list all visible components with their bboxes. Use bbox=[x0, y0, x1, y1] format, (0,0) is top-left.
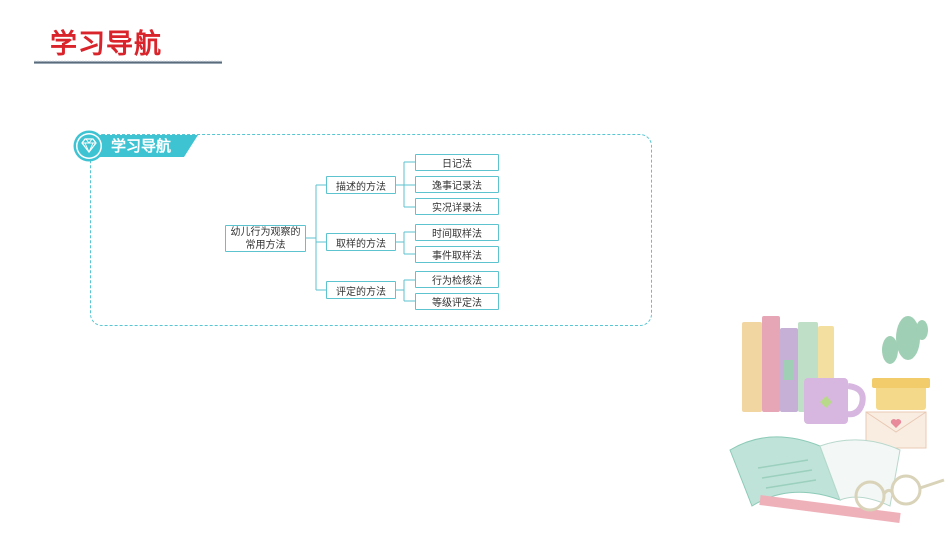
branch-describe: 描述的方法 bbox=[326, 176, 396, 194]
diamond-icon bbox=[81, 138, 97, 154]
leaf-time-sampling: 时间取样法 bbox=[415, 224, 499, 241]
mindmap-panel bbox=[90, 134, 652, 326]
leaf-diary: 日记法 bbox=[415, 154, 499, 171]
root-line-2: 常用方法 bbox=[245, 239, 286, 251]
cactus-icon bbox=[872, 316, 930, 410]
mindmap-root: 幼儿行为观察的 常用方法 bbox=[225, 225, 306, 252]
panel-tab bbox=[73, 130, 198, 162]
title-underline bbox=[34, 60, 222, 64]
decorative-illustration bbox=[729, 316, 945, 523]
branch-rating: 评定的方法 bbox=[326, 281, 396, 299]
leaf-event-sampling: 事件取样法 bbox=[415, 246, 499, 263]
glasses-icon bbox=[854, 474, 945, 512]
leaf-running-record: 实况详录法 bbox=[415, 198, 499, 215]
root-line-1: 幼儿行为观察的 bbox=[230, 226, 301, 238]
mug-icon bbox=[804, 378, 866, 424]
open-book-icon bbox=[729, 436, 901, 523]
page-title: 学习导航 bbox=[50, 29, 162, 60]
leaf-checklist: 行为检核法 bbox=[415, 271, 499, 288]
leaf-rating-scale: 等级评定法 bbox=[415, 293, 499, 310]
branch-sampling: 取样的方法 bbox=[326, 233, 396, 251]
panel-tab-label: 学习导航 bbox=[111, 137, 172, 155]
leaf-anecdotal: 逸事记录法 bbox=[415, 176, 499, 193]
